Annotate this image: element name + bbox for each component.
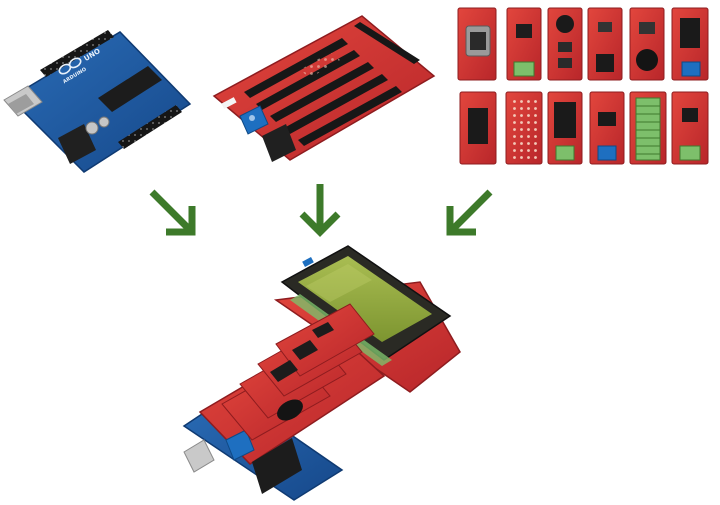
assembled-stack [182,245,461,501]
microcontroller-chip [98,66,162,112]
capacitor [85,121,99,135]
shield-barrel-jack [262,124,296,162]
module-relay [587,7,623,81]
module-buzzer-buttons [547,7,583,81]
arrow-down-icon [299,184,341,237]
power-header [118,105,182,149]
arrow-down-right-icon [149,189,196,236]
module-battery-terminal [671,7,709,81]
stacked-coin-cell [277,399,303,421]
module-db9 [457,7,497,81]
arrow-down-left-icon [446,189,493,236]
mother-shield-board [212,15,436,162]
module-lcd-adapter [459,91,497,165]
module-motor-driver [589,91,625,165]
digital-header [40,30,114,77]
module-battery-holder [547,91,583,165]
barrel-jack [58,124,96,164]
module-sensor [671,91,709,165]
stacked-modules [221,303,375,441]
capacitor [98,116,110,128]
base-usb-port [183,439,215,473]
module-coin-cell [629,7,665,81]
module-protoboard [505,91,543,165]
arduino-uno-board: ARDUINO UNO [3,30,192,173]
stacked-barrel-jack [252,438,302,494]
module-terminal-green [506,7,542,81]
module-screw-terminals [629,91,667,165]
lcd-display [280,245,452,366]
stacked-blue-terminal [225,429,255,461]
module-socket-rows [244,22,420,146]
module-grid [457,7,709,165]
